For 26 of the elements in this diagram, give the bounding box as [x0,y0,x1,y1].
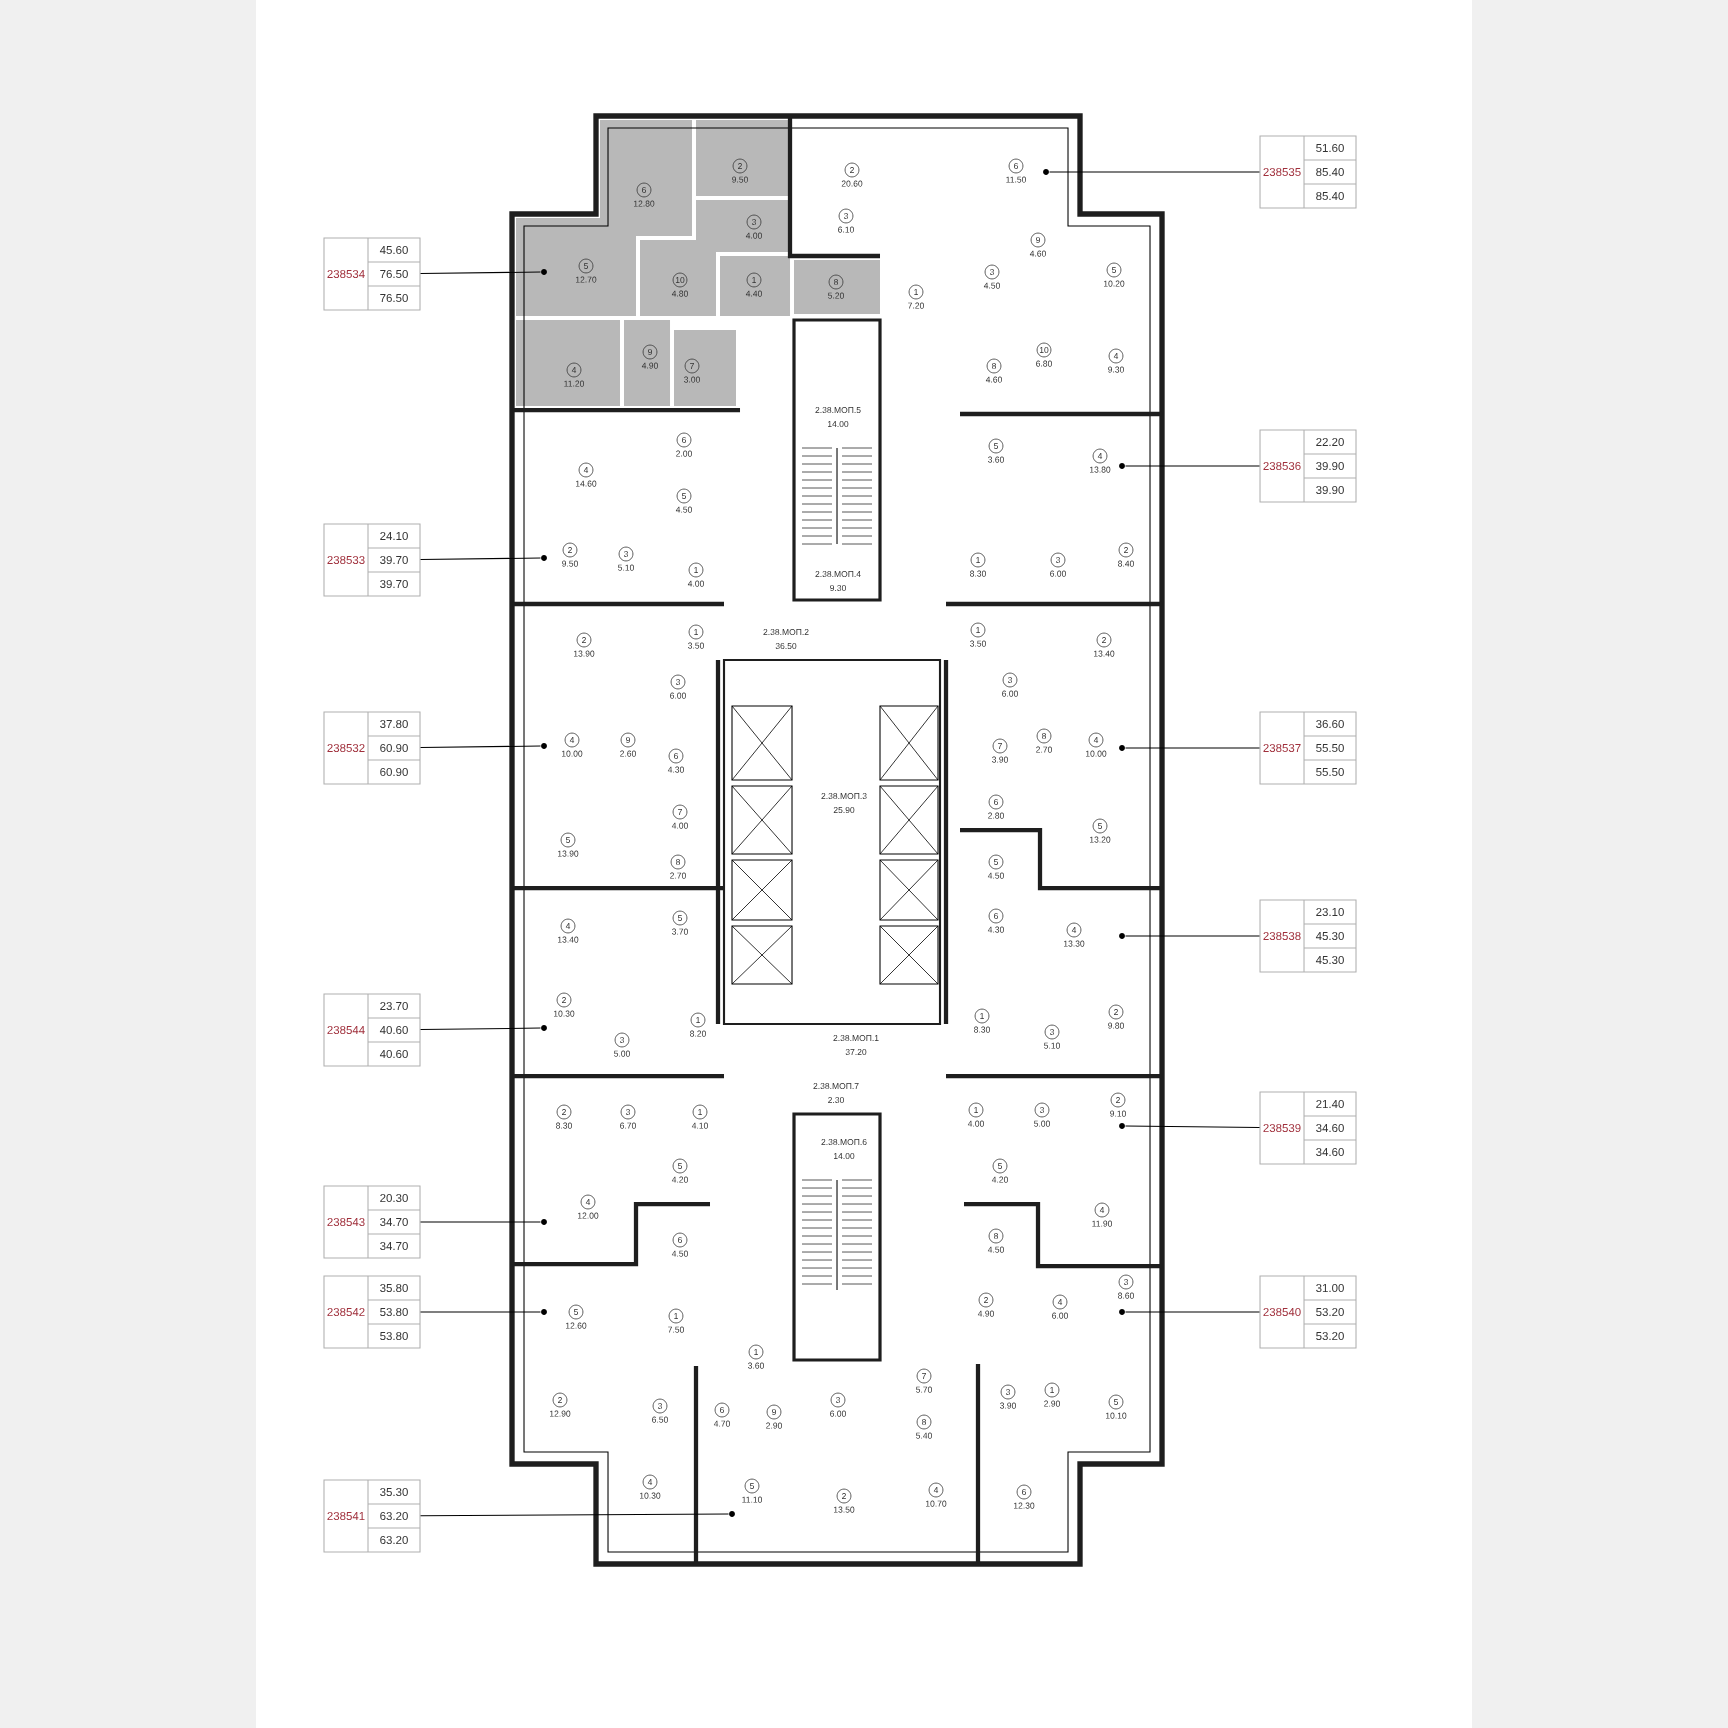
area-table [1259,1091,1357,1165]
area-table [1259,135,1357,209]
leader-line [420,1513,730,1517]
area-table [323,1479,421,1553]
leader-line [1124,935,1260,937]
leader-line [1124,747,1260,749]
leader-line [420,1311,542,1313]
leader-line [420,271,542,274]
area-table [323,993,421,1067]
area-table [1259,711,1357,785]
area-table [323,237,421,311]
area-table [323,1185,421,1259]
area-table [1259,899,1357,973]
area-table [323,523,421,597]
area-table [1259,1275,1357,1349]
area-table [323,1275,421,1349]
leader-line [1124,1311,1260,1313]
leader-line [420,745,542,748]
leader-line [420,1221,542,1223]
leader-line [420,1027,542,1030]
leader-line [1048,171,1260,173]
leader-line [1124,1125,1260,1129]
leader-line [1124,465,1260,467]
area-table [1259,429,1357,503]
area-table [323,711,421,785]
leader-line [420,557,542,560]
